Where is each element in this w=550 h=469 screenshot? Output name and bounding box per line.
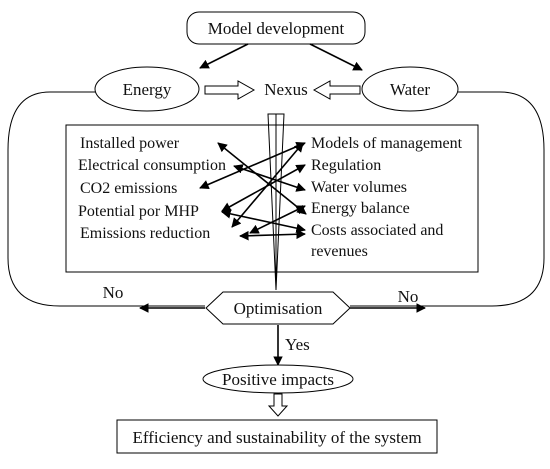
factor-revenues: revenues	[311, 243, 368, 260]
left-loop-line	[7, 91, 205, 307]
nexus-label: Nexus	[264, 80, 307, 99]
factor-links	[199, 141, 307, 241]
positive-impacts-ellipse	[202, 364, 354, 394]
factor-installed-power: Installed power	[80, 135, 180, 152]
no-right-label: No	[398, 287, 419, 306]
factor-co2-emissions: CO2 emissions	[80, 180, 177, 197]
yes-label: Yes	[285, 335, 310, 354]
arrow-to-water	[309, 43, 363, 71]
optimisation-label: Optimisation	[234, 299, 323, 318]
positive-impacts-label: Positive impacts	[222, 370, 334, 389]
factor-potential-mhp: Potential por MHP	[78, 203, 199, 220]
efficiency-box	[116, 419, 438, 454]
no-left-label: No	[103, 283, 124, 302]
energy-label: Energy	[123, 80, 172, 99]
hollow-arrow-down	[267, 393, 289, 417]
right-factors: Models of management Regulation Water vo…	[311, 135, 463, 260]
right-loop-line	[350, 91, 545, 307]
arrow-to-energy	[199, 43, 249, 69]
left-factors: Installed power Electrical consumption C…	[78, 135, 226, 242]
hollow-arrow-energy-nexus	[204, 80, 256, 100]
factor-costs: Costs associated and	[311, 222, 443, 239]
factor-regulation: Regulation	[311, 157, 381, 174]
water-label: Water	[390, 80, 430, 99]
optimisation-hexagon	[205, 291, 351, 325]
hollow-arrow-water-nexus	[312, 80, 361, 100]
water-ellipse	[361, 66, 459, 112]
factor-models-management: Models of management	[311, 135, 463, 152]
energy-ellipse	[94, 66, 200, 112]
factor-electrical-consumption: Electrical consumption	[78, 157, 226, 174]
factor-emissions-reduction: Emissions reduction	[80, 225, 210, 242]
factor-water-volumes: Water volumes	[311, 179, 407, 196]
model-development-label: Model development	[208, 19, 345, 38]
model-development-box	[186, 11, 366, 45]
efficiency-label: Efficiency and sustainability of the sys…	[132, 428, 421, 447]
factor-energy-balance: Energy balance	[311, 200, 410, 217]
